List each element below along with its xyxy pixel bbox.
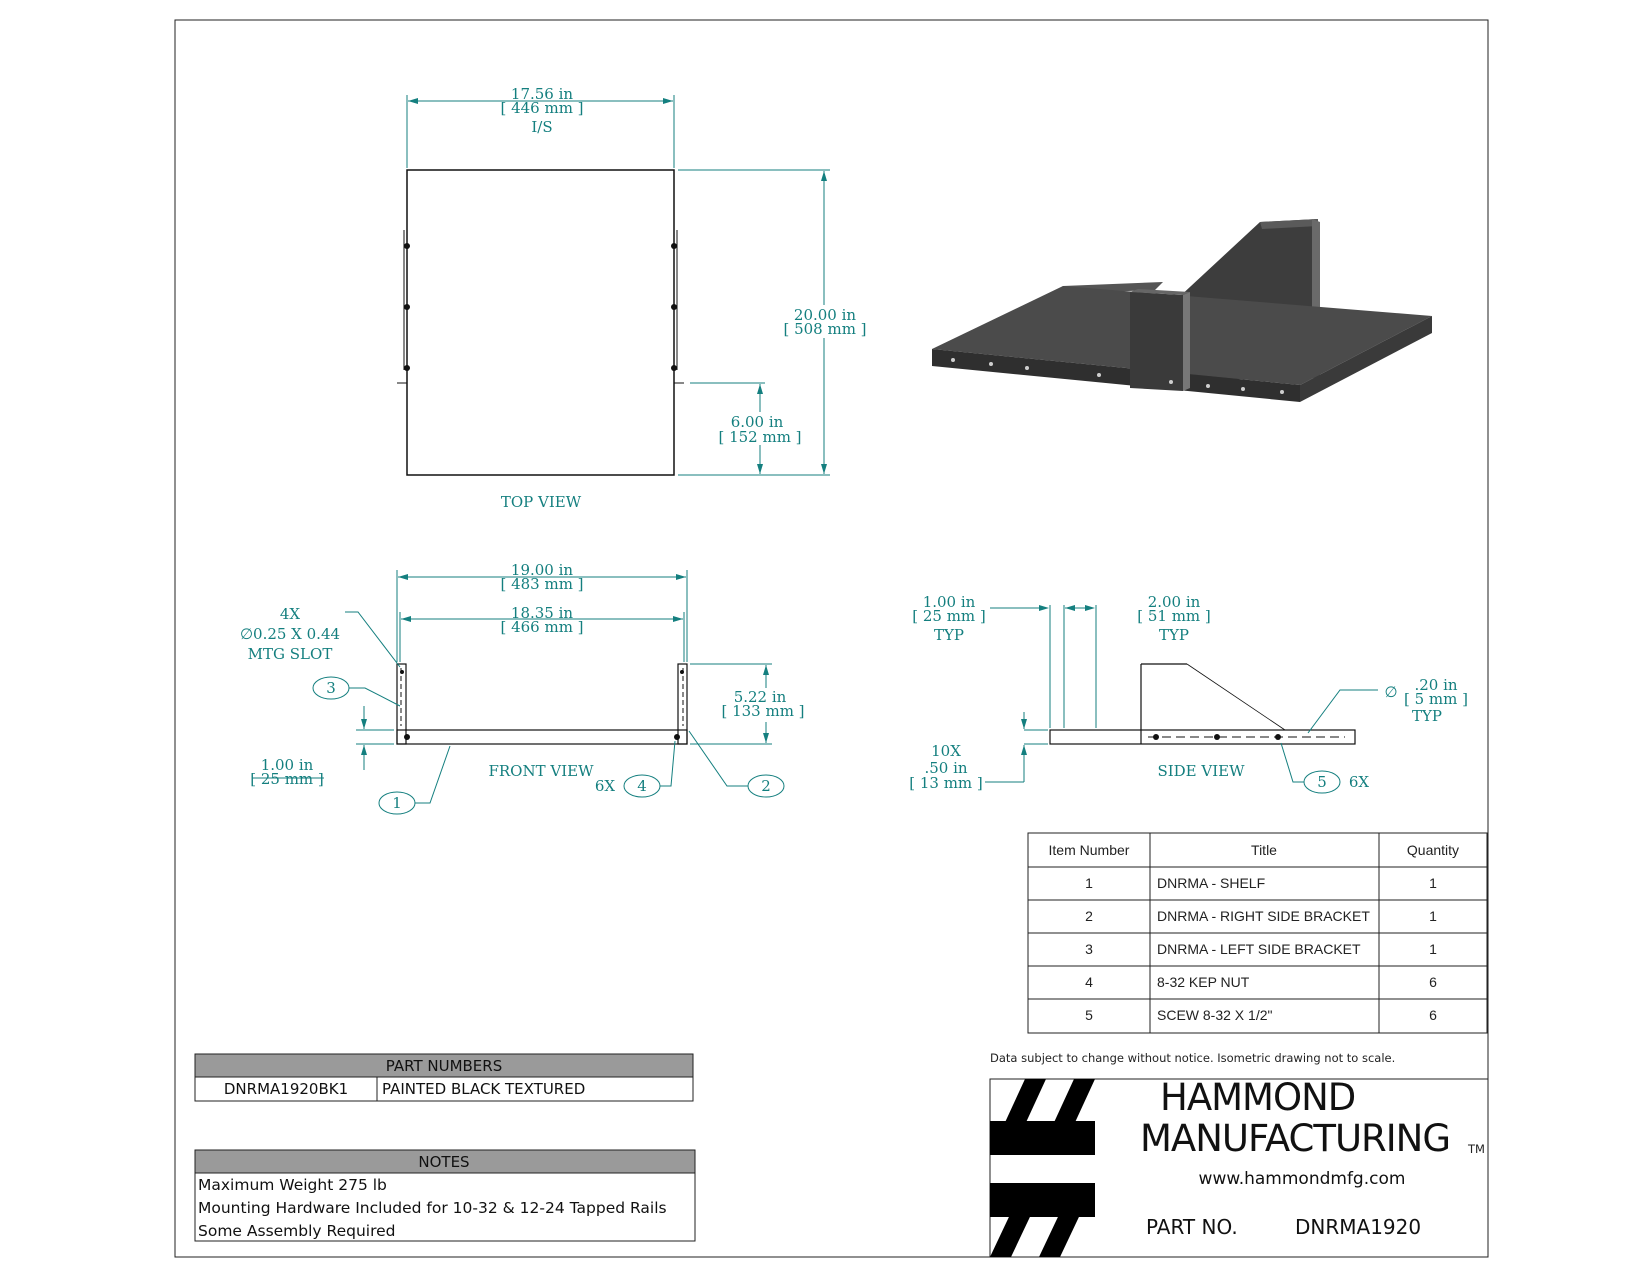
bom-row-4-title: 8-32 KEP NUT <box>1157 974 1250 990</box>
side-view-label: SIDE VIEW <box>1157 762 1245 780</box>
note-line-3: Some Assembly Required <box>198 1222 396 1240</box>
top-view: 17.56 in [ 446 mm ] I/S 20.00 in [ 508 m… <box>397 85 867 511</box>
notes-title: NOTES <box>418 1153 469 1171</box>
part-numbers-table: PART NUMBERS DNRMA1920BK1 PAINTED BLACK … <box>194 1053 694 1102</box>
top-bracket-in: 6.00 in <box>731 413 784 431</box>
front-height-in: 5.22 in <box>734 688 787 706</box>
side-a-mm: [ 25 mm ] <box>912 607 986 625</box>
bom-header-item: Item Number <box>1049 842 1130 858</box>
front-right-bracket <box>677 663 688 745</box>
bom-row-1-qty: 1 <box>1429 875 1437 891</box>
top-depth-mm: [ 508 mm ] <box>783 320 866 338</box>
side-view: 1.00 in [ 25 mm ] TYP 2.00 in [ 51 mm ] … <box>909 593 1468 794</box>
side-a-in: 1.00 in <box>923 593 976 611</box>
part-no-value: DNRMA1920 <box>1295 1215 1421 1239</box>
bom-row-5-item: 5 <box>1085 1007 1093 1023</box>
notes-table: NOTES Maximum Weight 275 lb Mounting Har… <box>194 1149 696 1242</box>
disclaimer: Data subject to change without notice. I… <box>990 1051 1395 1065</box>
brand-line-1: HAMMOND <box>1160 1076 1355 1119</box>
front-flange-in: 1.00 in <box>261 756 314 774</box>
side-lip-mm: [ 13 mm ] <box>909 774 983 792</box>
bom-row-1-item: 1 <box>1085 875 1093 891</box>
balloon-5-label: 5 <box>1317 773 1327 791</box>
side-hole-mm: [ 5 mm ] <box>1404 690 1468 708</box>
top-width-note: I/S <box>531 118 552 136</box>
top-view-outline <box>406 169 675 476</box>
side-b-typ: TYP <box>1159 626 1189 644</box>
hammond-logo <box>990 1079 1095 1257</box>
top-view-mounting-screws <box>404 243 677 371</box>
front-view: 19.00 in [ 483 mm ] 18.35 in [ 466 mm ] … <box>240 561 805 815</box>
part-number-finish: PAINTED BLACK TEXTURED <box>382 1080 585 1098</box>
brand-url: www.hammondmfg.com <box>1199 1169 1406 1189</box>
part-number-code: DNRMA1920BK1 <box>224 1080 348 1098</box>
front-flange-mm: [ 25 mm ] <box>250 770 324 788</box>
bom-row-2-title: DNRMA - RIGHT SIDE BRACKET <box>1157 908 1370 924</box>
front-slot-qty: 4X <box>280 605 301 623</box>
side-b-in: 2.00 in <box>1148 593 1201 611</box>
brand-line-2: MANUFACTURING <box>1140 1117 1450 1160</box>
bom-row-4-qty: 6 <box>1429 974 1437 990</box>
balloon-3-label: 3 <box>326 679 336 697</box>
bom-header-title: Title <box>1251 842 1277 858</box>
front-slot-size: ∅0.25 X 0.44 <box>240 625 340 643</box>
front-overall-in: 19.00 in <box>511 561 574 579</box>
balloon-4-label: 4 <box>637 777 647 795</box>
side-a-typ: TYP <box>934 626 964 644</box>
balloon-1-label: 1 <box>392 794 402 812</box>
bom-row-3-item: 3 <box>1085 941 1093 957</box>
bom-row-4-item: 4 <box>1085 974 1093 990</box>
front-inner-in: 18.35 in <box>511 604 574 622</box>
front-slot-desc: MTG SLOT <box>248 645 333 663</box>
top-bracket-mm: [ 152 mm ] <box>718 428 801 446</box>
side-b-mm: [ 51 mm ] <box>1137 607 1211 625</box>
side-hole-sym: ∅ <box>1384 683 1397 701</box>
part-no-label: PART NO. <box>1146 1215 1238 1239</box>
bom-row-3-qty: 1 <box>1429 941 1437 957</box>
balloon-2-label: 2 <box>761 777 771 795</box>
bom-row-5-title: SCEW 8-32 X 1/2" <box>1157 1007 1272 1023</box>
isometric-shelf-render <box>932 219 1432 402</box>
top-width-in: 17.56 in <box>511 85 574 103</box>
side-hole-in: .20 in <box>1414 676 1457 694</box>
bom-row-2-qty: 1 <box>1429 908 1437 924</box>
side-hole-typ: TYP <box>1412 707 1442 725</box>
side-shelf <box>1049 729 1356 745</box>
front-overall-mm: [ 483 mm ] <box>500 575 583 593</box>
part-numbers-title: PART NUMBERS <box>386 1057 502 1075</box>
bom-row-5-qty: 6 <box>1429 1007 1437 1023</box>
title-block: HAMMOND MANUFACTURING TM www.hammondmfg.… <box>989 1076 1489 1258</box>
bom-row-2-item: 2 <box>1085 908 1093 924</box>
front-inner-mm: [ 466 mm ] <box>500 618 583 636</box>
brand-tm: TM <box>1467 1142 1485 1156</box>
isometric-holes <box>951 358 1284 394</box>
top-depth-in: 20.00 in <box>794 306 857 324</box>
sheet-border <box>174 19 1489 1258</box>
bom-table: Item Number Title Quantity 1 DNRMA - SHE… <box>1027 832 1488 1034</box>
bom-row-3-title: DNRMA - LEFT SIDE BRACKET <box>1157 941 1361 957</box>
front-view-label: FRONT VIEW <box>488 762 594 780</box>
side-lip-qty: 10X <box>931 742 961 760</box>
note-line-2: Mounting Hardware Included for 10-32 & 1… <box>198 1199 667 1217</box>
bom-row-1-title: DNRMA - SHELF <box>1157 875 1265 891</box>
top-view-label: TOP VIEW <box>501 493 582 511</box>
front-shelf-base <box>396 729 688 745</box>
front-nut-qty: 6X <box>595 777 616 795</box>
note-line-1: Maximum Weight 275 lb <box>198 1176 387 1194</box>
bom-header-qty: Quantity <box>1407 842 1459 858</box>
top-width-mm: [ 446 mm ] <box>500 99 583 117</box>
side-screw-qty: 6X <box>1349 773 1370 791</box>
side-lip-in: .50 in <box>924 759 967 777</box>
front-height-mm: [ 133 mm ] <box>721 702 804 720</box>
